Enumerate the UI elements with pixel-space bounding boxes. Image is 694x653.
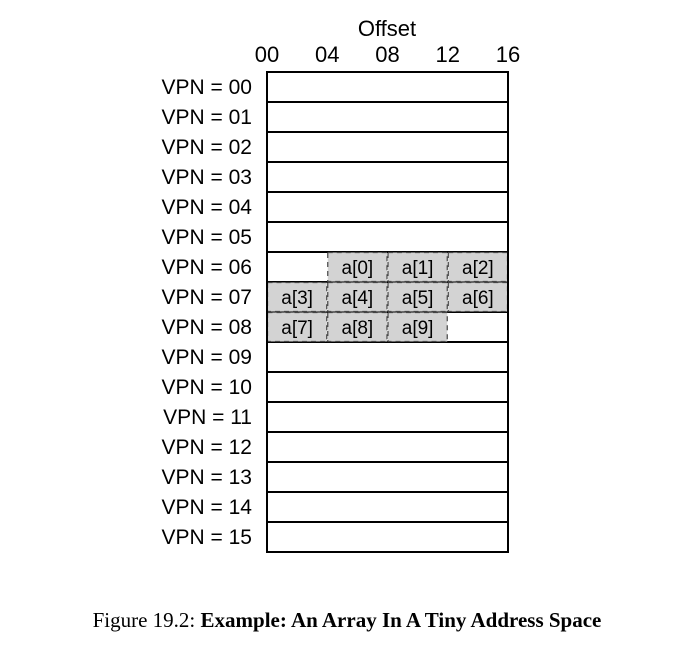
- vpn-label: VPN = 07: [162, 286, 252, 309]
- array-element-label: a[1]: [402, 258, 434, 279]
- offset-tick-label: 04: [315, 42, 339, 67]
- vpn-label: VPN = 15: [162, 526, 252, 549]
- array-element-label: a[6]: [462, 288, 494, 309]
- array-element-cell: [387, 281, 448, 313]
- array-element-label: a[5]: [402, 288, 434, 309]
- page-row-box: [266, 341, 509, 373]
- offset-ticks: 00 04 08 12 16: [255, 42, 520, 67]
- vpn-label: VPN = 11: [163, 406, 252, 429]
- array-element-label: a[0]: [342, 258, 374, 279]
- array-element-cell: [327, 251, 388, 283]
- array-element-cell: [387, 251, 448, 283]
- page-row-box: [266, 191, 509, 223]
- vpn-label: VPN = 04: [162, 196, 253, 219]
- page-row-box: [266, 371, 509, 403]
- offset-tick-label: 08: [375, 42, 399, 67]
- array-element-label: a[7]: [281, 318, 313, 339]
- vpn-label: VPN = 06: [162, 256, 252, 279]
- page-row-box: [266, 521, 509, 553]
- vpn-labels: VPN = 00 VPN = 01 VPN = 02 VPN = 03 VPN = 04…: [162, 76, 253, 549]
- page-row-box: [266, 401, 509, 433]
- array-element-cell: [387, 311, 448, 343]
- offset-title: Offset: [358, 16, 416, 41]
- array-element-label: a[2]: [462, 258, 494, 279]
- vpn-label: VPN = 10: [162, 376, 252, 399]
- page-row-box: [266, 101, 509, 133]
- vpn-label: VPN = 00: [162, 76, 252, 99]
- array-element-label: a[9]: [402, 318, 434, 339]
- array-element-label: a[4]: [342, 288, 374, 309]
- address-space-border: [266, 71, 509, 553]
- caption-title: Example: An Array In A Tiny Address Spac…: [200, 608, 602, 632]
- array-element-label: a[8]: [342, 318, 374, 339]
- page-row-box: [266, 491, 509, 523]
- offset-tick-label: 12: [436, 42, 460, 67]
- page-row-box: [266, 131, 509, 163]
- page-row-box: [266, 161, 509, 193]
- array-element-cell: [327, 281, 388, 313]
- figure-caption: Figure 19.2: Example: An Array In A Tiny…: [0, 608, 694, 633]
- vpn-label: VPN = 03: [162, 166, 252, 189]
- page-row-box: [266, 71, 509, 103]
- array-element-label: a[3]: [281, 288, 313, 309]
- vpn-label: VPN = 01: [162, 106, 252, 129]
- offset-tick-label: 00: [255, 42, 279, 67]
- page-row-box: [266, 461, 509, 493]
- page-row-box: [266, 221, 509, 253]
- array-element-cell: [266, 311, 328, 343]
- vpn-label: VPN = 02: [162, 136, 252, 159]
- vpn-label: VPN = 13: [162, 466, 252, 489]
- caption-prefix: Figure 19.2:: [92, 608, 196, 632]
- array-element-cell: [327, 311, 388, 343]
- page-rows: [266, 71, 509, 553]
- offset-tick-label: 16: [496, 42, 520, 67]
- vpn-label: VPN = 05: [162, 226, 252, 249]
- vpn-label: VPN = 12: [162, 436, 252, 459]
- vpn-label: VPN = 14: [162, 496, 253, 519]
- vpn-label: VPN = 08: [162, 316, 252, 339]
- vpn-label: VPN = 09: [162, 346, 252, 369]
- array-elements: a[0] a[1] a[2] a[3] a[4] a[5] a[6] a[7] a[8] a[9]: [266, 71, 509, 553]
- page-row-box: [266, 431, 509, 463]
- array-element-cell: [447, 251, 509, 283]
